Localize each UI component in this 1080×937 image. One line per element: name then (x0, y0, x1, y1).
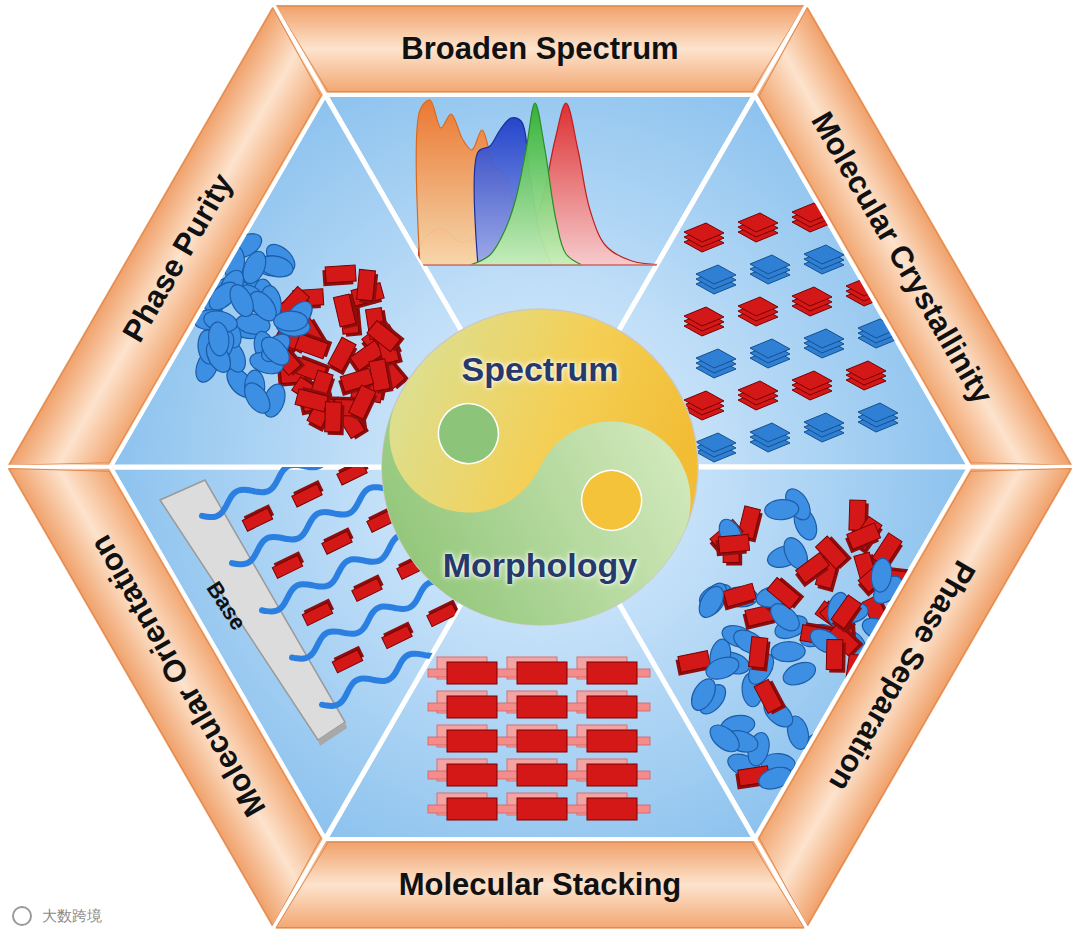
band-label: Molecular Stacking (399, 867, 682, 903)
band-label: Broaden Spectrum (401, 31, 678, 67)
center-label: Morphology (443, 546, 638, 585)
watermark: 大数跨境 (42, 907, 102, 926)
stacked-bricks (428, 657, 650, 820)
watermark-icon (13, 907, 31, 925)
orange-band: Molecular Stacking (272, 839, 808, 931)
yin-yang-circle: SpectrumMorphology (380, 307, 700, 627)
center-label: Spectrum (462, 350, 619, 389)
spectrum-chart (416, 100, 670, 265)
orange-band: Broaden Spectrum (272, 3, 808, 95)
